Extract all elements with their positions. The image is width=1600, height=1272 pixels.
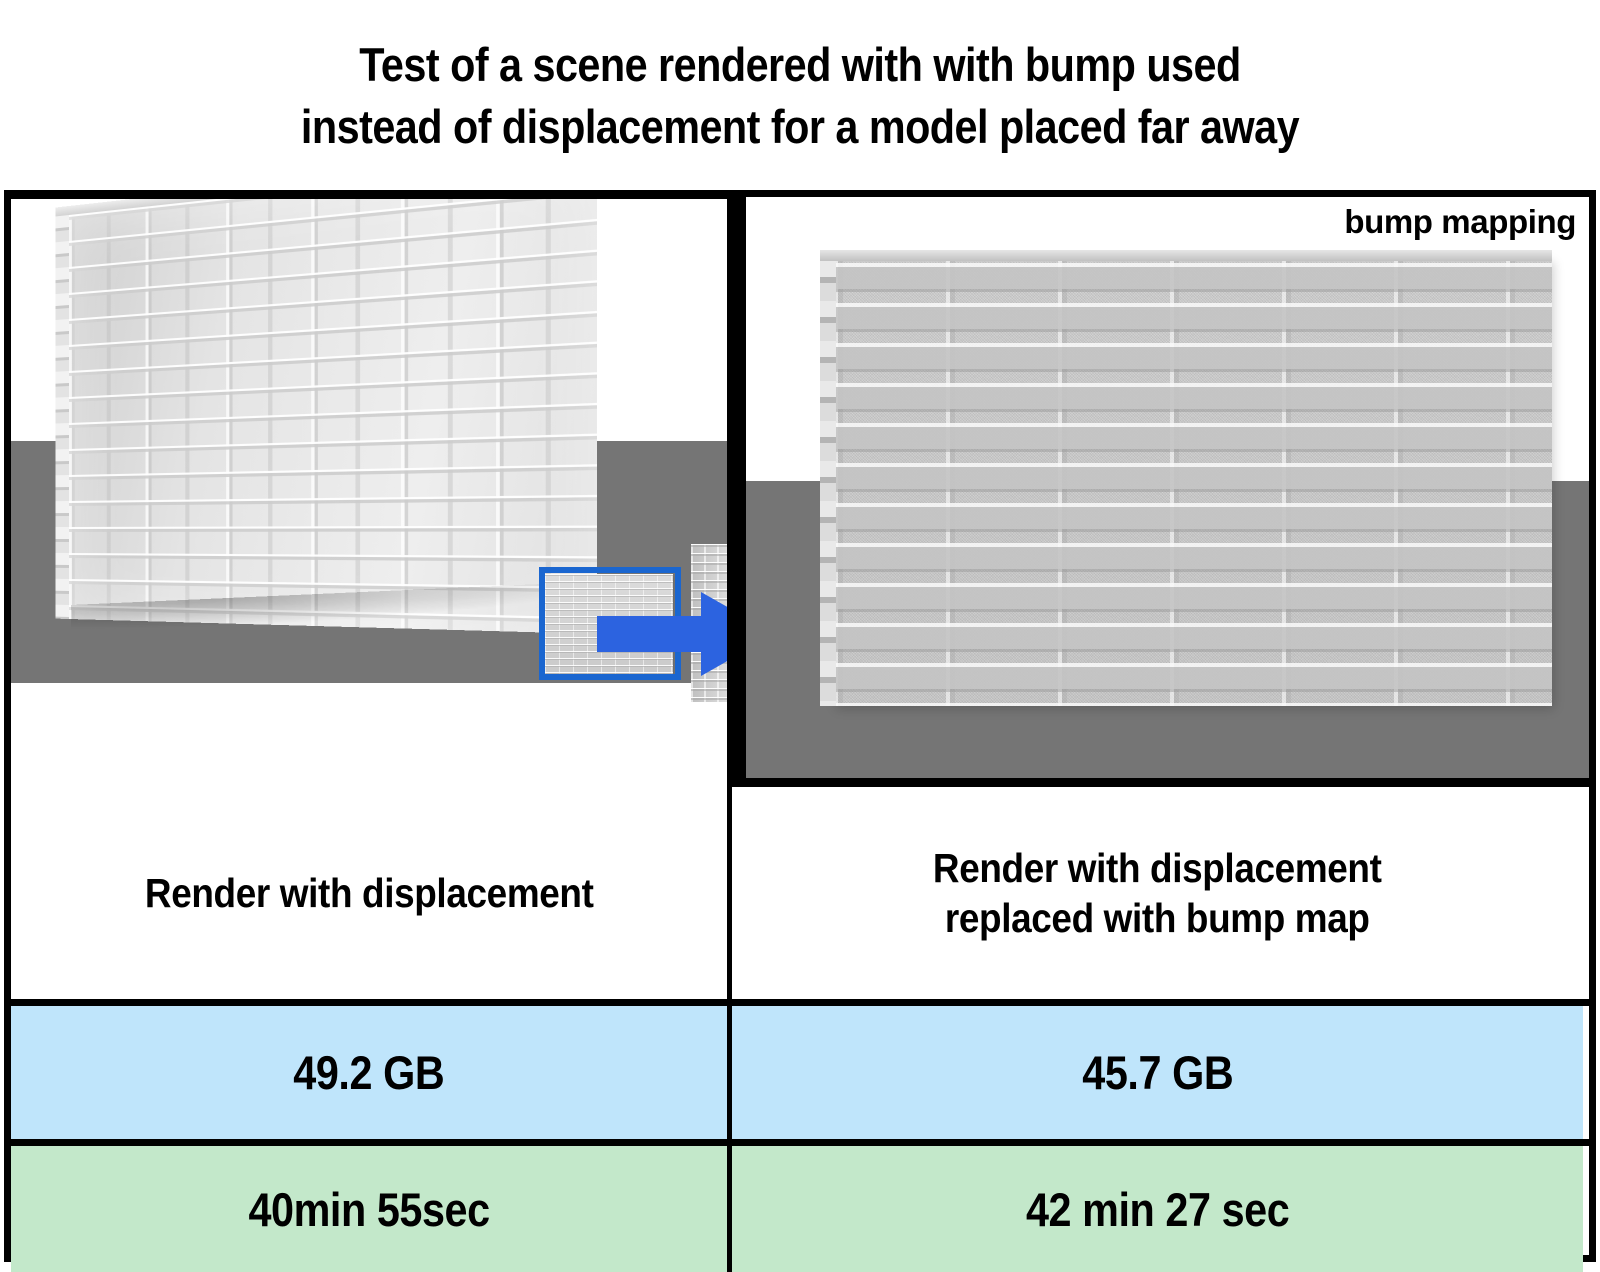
right-arrow-icon (597, 584, 727, 684)
bump-mapped-brick-wall (834, 259, 1552, 706)
time-cell-right: 42 min 27 sec (727, 1146, 1583, 1272)
caption-cell-left: Render with displacement (11, 787, 727, 999)
render-panel-bump: bump mapping (737, 197, 1589, 787)
render-images-row: bump mapping (11, 199, 1589, 787)
memory-left-value: 49.2 GB (294, 1045, 445, 1100)
memory-right-value: 45.7 GB (1082, 1045, 1233, 1100)
caption-right-text: Render with displacement replaced with b… (933, 843, 1382, 943)
comparison-figure: bump mapping Render with displacement Re… (4, 190, 1596, 1262)
time-cell-left: 40min 55sec (11, 1146, 727, 1272)
panel-divider (727, 199, 737, 787)
memory-cell-right: 45.7 GB (727, 1006, 1583, 1139)
time-row: 40min 55sec 42 min 27 sec (11, 1139, 1589, 1272)
title-line-2: instead of displacement for a model plac… (96, 96, 1504, 158)
caption-right-line-1: Render with displacement (933, 843, 1382, 893)
wall-front-face (69, 199, 597, 634)
caption-cell-right: Render with displacement replaced with b… (727, 787, 1583, 999)
bump-mapping-label: bump mapping (1344, 203, 1576, 241)
time-left-value: 40min 55sec (248, 1182, 489, 1237)
memory-cell-left: 49.2 GB (11, 1006, 727, 1139)
title-line-1: Test of a scene rendered with with bump … (96, 34, 1504, 96)
caption-row: Render with displacement Render with dis… (11, 787, 1589, 999)
memory-row: 49.2 GB 45.7 GB (11, 999, 1589, 1139)
bump-wall-side-edge (820, 261, 836, 706)
caption-left-text: Render with displacement (145, 868, 594, 918)
render-panel-displacement (11, 199, 727, 787)
caption-right-line-2: replaced with bump map (933, 893, 1382, 943)
time-right-value: 42 min 27 sec (1026, 1182, 1289, 1237)
bump-wall-top-face (820, 250, 1552, 261)
page-title: Test of a scene rendered with with bump … (0, 0, 1600, 158)
displacement-brick-wall (69, 199, 597, 634)
